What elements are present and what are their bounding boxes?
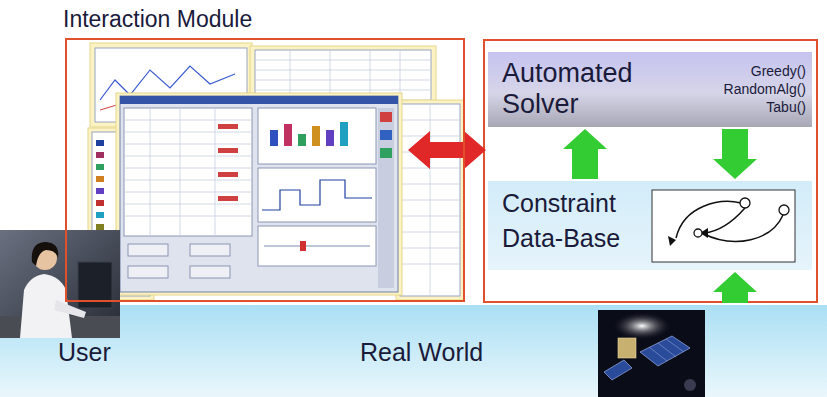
illustration-part [32, 242, 58, 266]
illustration-part [340, 122, 348, 146]
illustration-part [120, 96, 398, 292]
illustration-part [96, 164, 104, 170]
illustration-part [380, 130, 392, 140]
illustration-part [96, 188, 104, 194]
illustration-part [124, 168, 252, 169]
illustration-part [96, 140, 104, 146]
illustration-part [326, 130, 334, 146]
illustration-part [255, 80, 431, 81]
illustration-part [704, 208, 745, 233]
illustration-part [124, 108, 252, 236]
module-frame: Interaction Module [65, 38, 465, 302]
illustration-part [124, 108, 252, 236]
illustration-part [270, 130, 278, 146]
illustration-part [215, 108, 216, 236]
illustration-part [120, 96, 398, 104]
system-frame [484, 40, 817, 302]
world-band: Real World [0, 305, 827, 397]
flow-arrow [713, 272, 757, 303]
illustration-part [96, 200, 104, 206]
user-photo [0, 230, 120, 338]
illustration-part [96, 176, 104, 182]
world-title: Real World [360, 337, 483, 367]
database-title: Constraint Data-Base [502, 186, 652, 256]
module-heading: Interaction Module [63, 5, 252, 33]
database-box: Constraint Data-Base [488, 181, 812, 270]
illustration-part [298, 134, 306, 146]
illustration-part [150, 108, 151, 236]
illustration-part [124, 192, 252, 193]
illustration-part [116, 93, 402, 295]
illustration-part [380, 148, 392, 158]
illustration-part [218, 172, 238, 177]
illustration-part [258, 168, 376, 222]
illustration-part [218, 124, 238, 201]
illustration-part [180, 108, 181, 236]
illustration-part [255, 70, 431, 71]
illustration-part [380, 112, 392, 122]
illustration-part [740, 198, 750, 208]
illustration-part [124, 156, 252, 157]
illustration-part [124, 180, 252, 181]
algorithm-list: Greedy() RandomAlg() Tabu() [724, 62, 806, 116]
user-label: User [58, 338, 111, 367]
real-world-band [0, 305, 827, 397]
illustration-part [54, 300, 86, 318]
illustration-part [124, 132, 252, 133]
illustration-part [258, 226, 376, 266]
illustration-part [218, 124, 238, 129]
illustration-part [300, 241, 306, 251]
illustration-part [652, 190, 795, 262]
exchange-arrow [408, 131, 486, 169]
illustration-part [258, 108, 376, 164]
flow-arrow [713, 129, 757, 179]
illustration-part [124, 204, 252, 205]
solver-box: Automated Solver Greedy() RandomAlg() Tab… [488, 52, 812, 127]
illustration-part [618, 338, 636, 358]
solver-title: Automated Solver [502, 58, 672, 120]
illustration-part [262, 180, 372, 210]
illustration-part [124, 120, 252, 121]
illustration-part [124, 216, 252, 217]
illustration-part [128, 244, 168, 256]
solver-panel [488, 52, 812, 127]
illustration-part [604, 360, 632, 380]
illustration-part [598, 310, 705, 397]
screenshot-collage [88, 43, 464, 300]
illustration-part [694, 229, 702, 237]
illustration-part [255, 90, 431, 91]
illustration-part [312, 126, 320, 146]
flow-arrow [563, 129, 607, 179]
satellite-photo [598, 310, 705, 397]
illustration-part [684, 379, 696, 391]
illustration-part [96, 224, 104, 230]
illustration-part [779, 205, 789, 215]
illustration-part [284, 124, 292, 146]
illustration-part [96, 212, 104, 218]
illustration-part [190, 244, 230, 256]
illustration-part [190, 266, 230, 278]
illustration-part [640, 336, 690, 366]
illustration-part [668, 236, 676, 246]
illustration-part [396, 100, 464, 300]
illustration-part [264, 246, 370, 247]
database-panel [488, 181, 812, 270]
illustration-part [218, 196, 238, 201]
illustration-part [255, 60, 431, 61]
illustration-part [666, 339, 684, 352]
illustration-part [218, 148, 238, 153]
illustration-part [658, 343, 676, 357]
illustration-part [612, 312, 672, 340]
illustration-part [96, 152, 104, 158]
illustration-part [128, 266, 168, 278]
illustration-part [124, 144, 252, 145]
constraint-graph [652, 190, 795, 262]
illustration-part [702, 215, 783, 241]
illustration-part [649, 347, 667, 361]
illustration-part [378, 108, 394, 288]
illustration-part [0, 230, 120, 338]
